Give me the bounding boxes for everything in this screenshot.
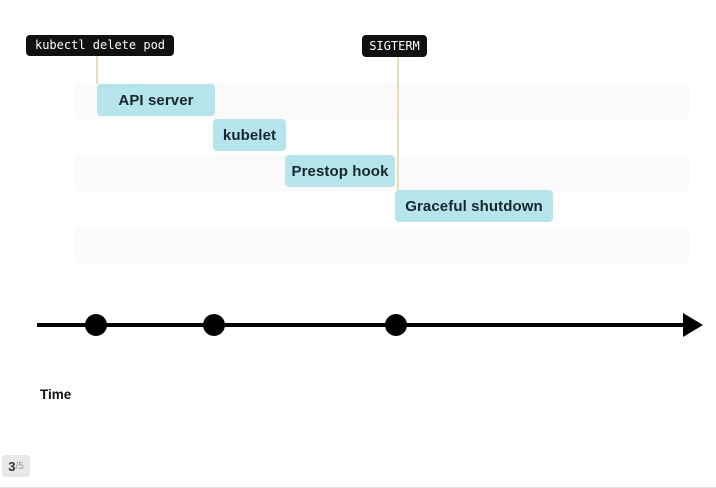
- page-indicator: 3/5: [2, 455, 30, 477]
- annotation-kubectl-delete-pod: kubectl delete pod: [26, 35, 174, 56]
- lane-stripe: [75, 227, 689, 263]
- page-indicator-current: 3: [8, 458, 16, 474]
- event-bar-api-server: API server: [97, 84, 215, 116]
- timeline-dot: [85, 314, 107, 336]
- timeline-dot: [203, 314, 225, 336]
- event-bar-graceful-shutdown: Graceful shutdown: [395, 190, 553, 222]
- event-bar-prestop-hook: Prestop hook: [285, 155, 395, 187]
- timeline-dot: [385, 314, 407, 336]
- time-axis-arrowhead-icon: [683, 313, 703, 337]
- time-axis: [37, 313, 703, 337]
- page-indicator-total: /5: [15, 460, 24, 472]
- annotation-sigterm: SIGTERM: [362, 35, 427, 57]
- event-bar-kubelet: kubelet: [213, 119, 286, 151]
- kubectl-drop-line: [96, 54, 98, 84]
- time-axis-label: Time: [40, 387, 72, 402]
- sigterm-drop-line: [397, 55, 399, 190]
